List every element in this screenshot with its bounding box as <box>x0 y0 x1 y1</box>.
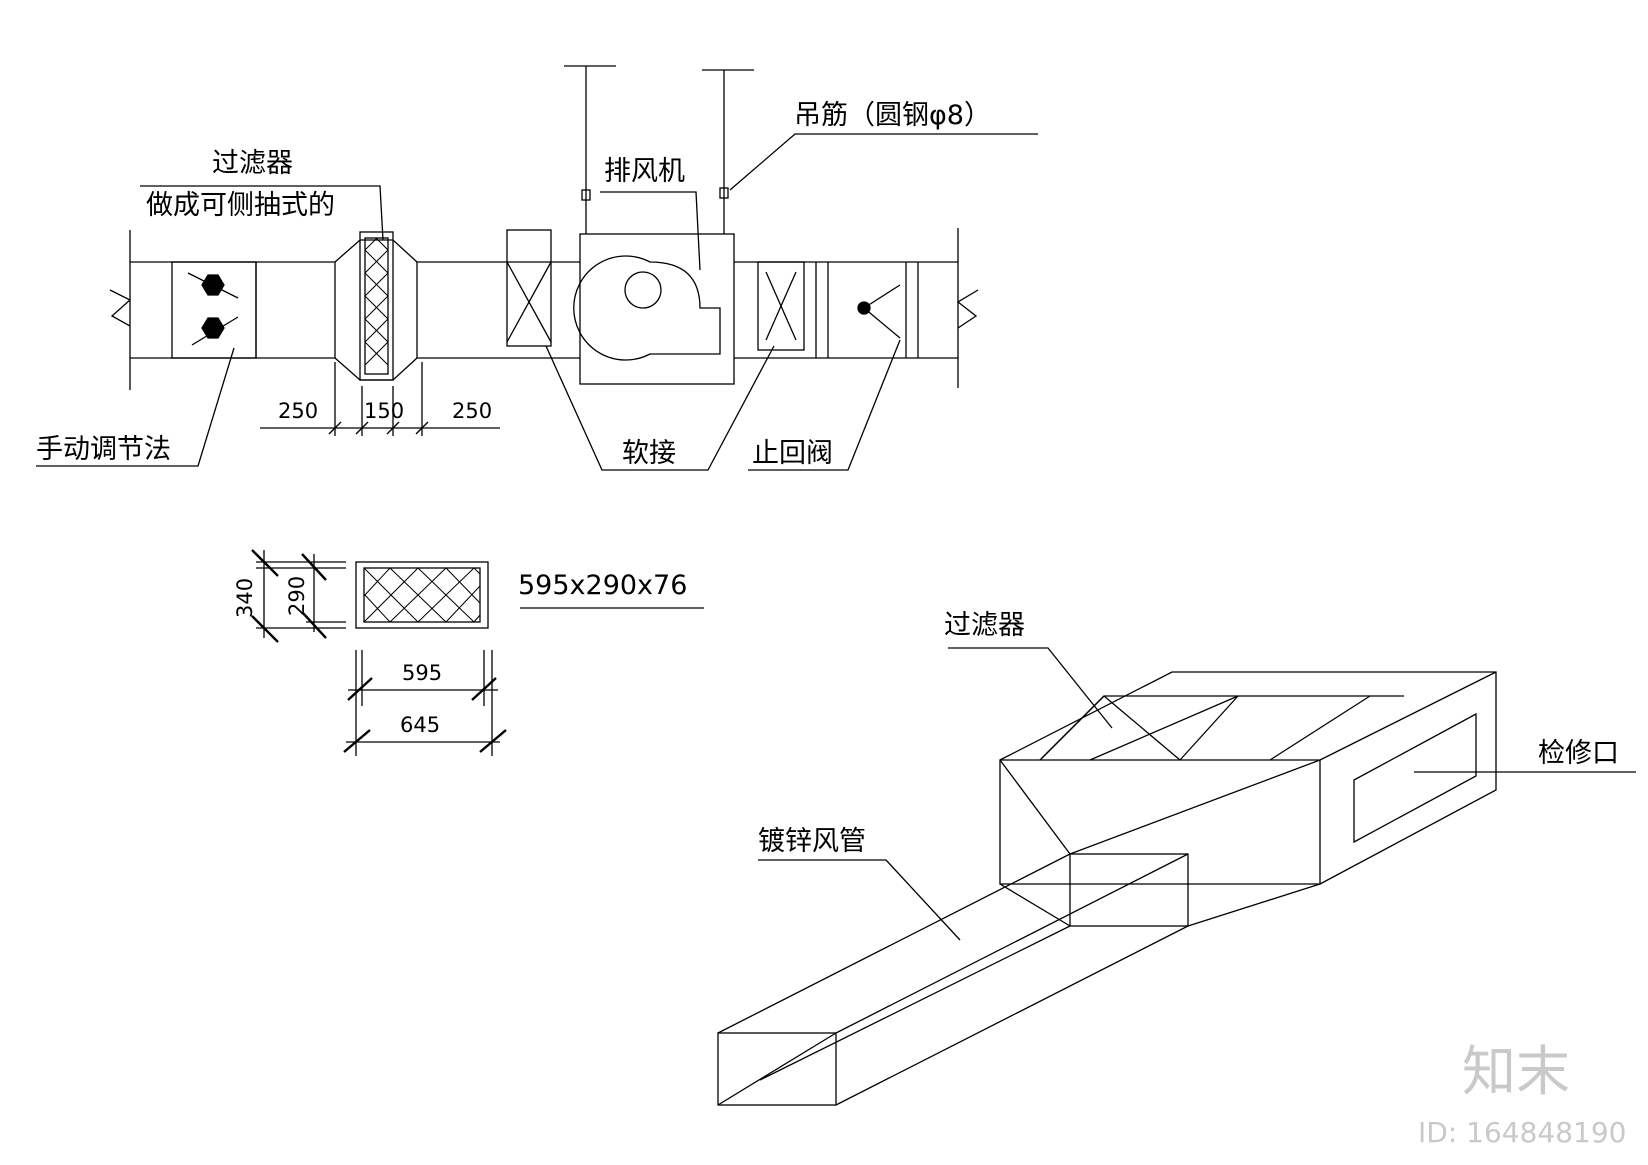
leader-fan <box>600 191 701 271</box>
flex-joint-2 <box>757 261 805 351</box>
dimension-chain <box>260 362 500 436</box>
filter-housing <box>334 231 418 381</box>
dim-645: 645 <box>400 713 440 737</box>
isometric-filter-box <box>717 647 1636 1106</box>
label-iso-filter: 过滤器 <box>944 610 1025 641</box>
flex-joint-1 <box>506 229 552 347</box>
duct-elevation <box>36 65 1038 471</box>
dim-250-right: 250 <box>452 399 492 423</box>
watermark-brand: 知末 <box>1462 1040 1570 1103</box>
leader-flex-joint <box>545 345 775 471</box>
leader-duct <box>758 859 961 941</box>
access-door-frame <box>1353 712 1477 844</box>
dim-340: 340 <box>233 578 257 618</box>
dim-290: 290 <box>285 576 309 616</box>
dim-150: 150 <box>364 399 404 423</box>
label-duct: 镀锌风管 <box>758 826 866 857</box>
label-fan: 排风机 <box>604 156 685 187</box>
dim-595: 595 <box>402 661 442 685</box>
label-manual-damper: 手动调节法 <box>36 434 171 465</box>
dim-250-left: 250 <box>278 399 318 423</box>
leader-filter <box>140 185 384 241</box>
leader-iso-filter <box>948 647 1113 729</box>
label-hanger: 吊筋（圆钢φ8） <box>794 100 991 131</box>
watermark-id: ID: 164848190 <box>1418 1116 1626 1149</box>
left-break-mark <box>109 289 132 327</box>
check-valve <box>815 262 919 358</box>
label-filter-side: 做成可侧抽式的 <box>146 190 335 221</box>
label-filter-size: 595x290x76 <box>518 570 687 601</box>
right-break-mark <box>956 289 979 329</box>
manual-damper <box>171 261 257 359</box>
leader-check-valve <box>748 339 901 471</box>
label-filter-top: 过滤器 <box>212 148 293 179</box>
label-check-valve: 止回阀 <box>752 438 833 469</box>
leader-hanger <box>729 133 1038 191</box>
leader-manual-damper <box>36 347 235 467</box>
label-flex-joint: 软接 <box>622 438 676 469</box>
annotations: 过滤器 做成可侧抽式的 排风机 吊筋（圆钢φ8） 手动调节法 软接 止回阀 59… <box>36 100 1626 1149</box>
label-access-door: 检修口 <box>1538 738 1619 769</box>
exhaust-fan <box>564 65 754 385</box>
filter-section <box>251 549 704 756</box>
